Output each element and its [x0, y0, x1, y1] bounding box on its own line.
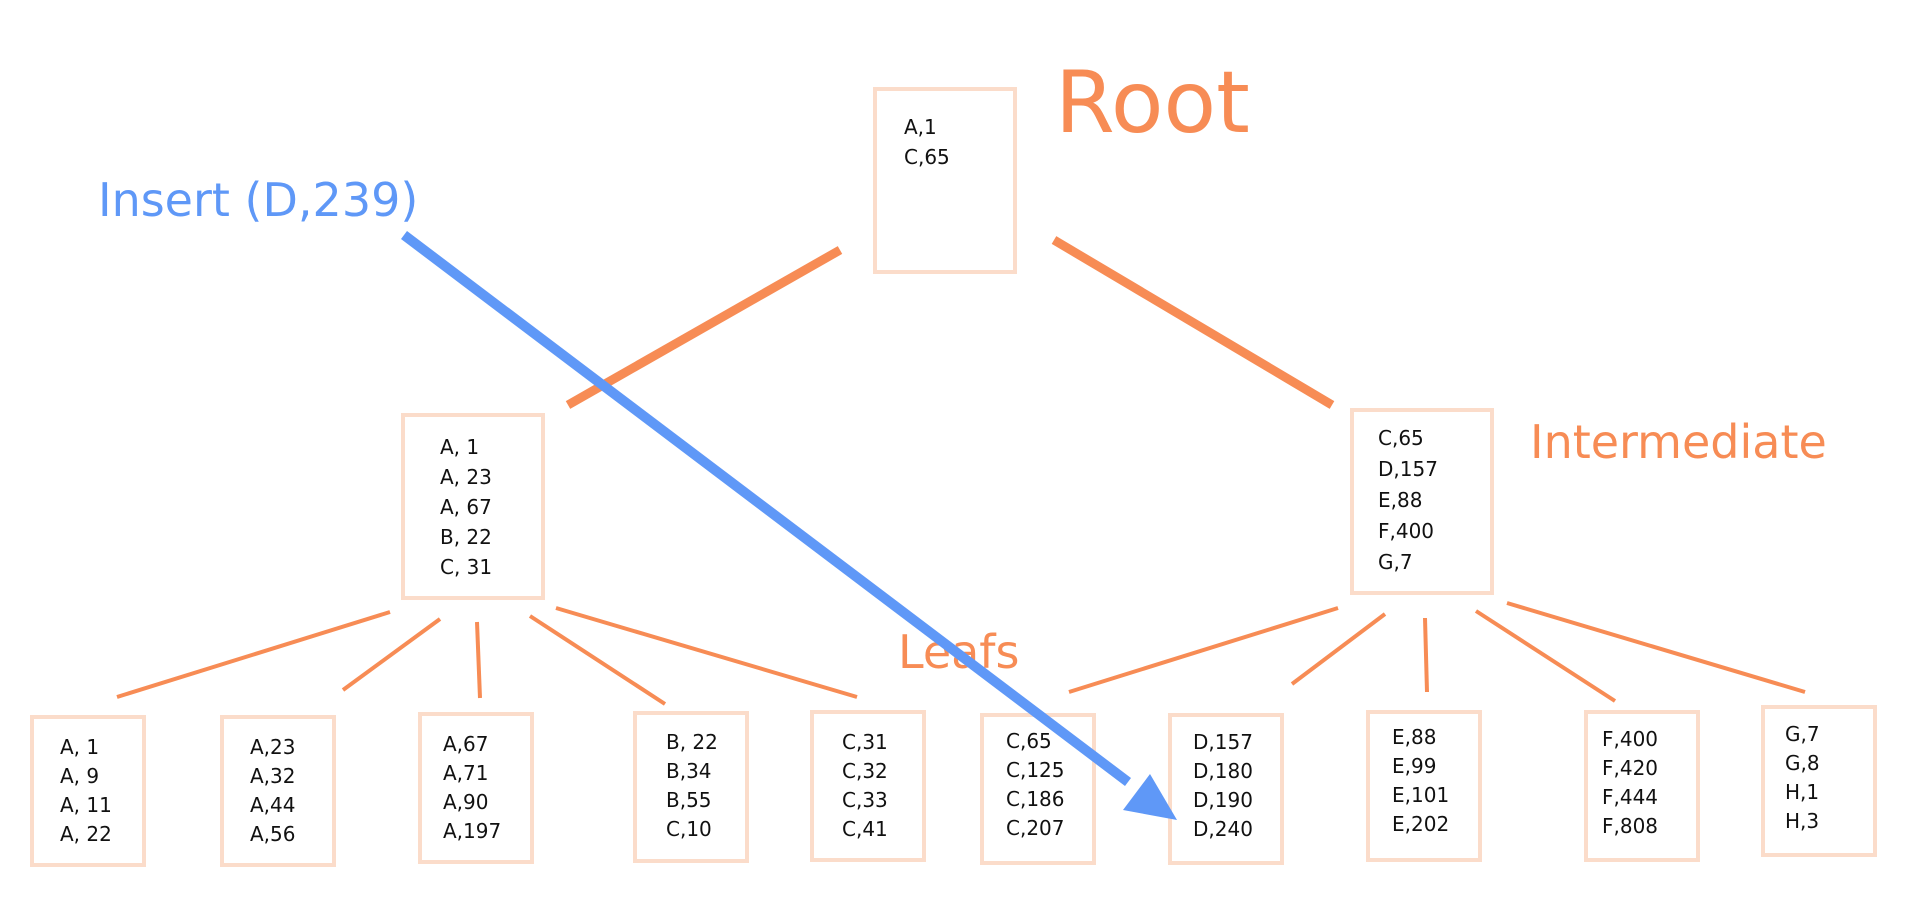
- intermediate-node-1-entry: C, 31: [440, 555, 492, 579]
- leaf-node-5-entry: C,31: [842, 730, 888, 754]
- leaf-node-8-entry: E,99: [1392, 754, 1436, 778]
- leaf-node-5-box: [810, 710, 926, 862]
- leaf-node-9-entry: F,444: [1602, 785, 1658, 809]
- intermediate-node-2-box: [1350, 408, 1494, 595]
- leaf-node-2-box: [220, 715, 336, 867]
- leaf-node-10-entry: G,8: [1785, 751, 1820, 775]
- tree-nodes: A,1C,65A, 1A, 23A, 67B, 22C, 31C,65D,157…: [30, 87, 1877, 867]
- intermediate-node-1-entry: A, 23: [440, 465, 492, 489]
- leaf-node-3: A,67A,71A,90A,197: [418, 712, 534, 864]
- leaf-node-1: A, 1 A, 9 A, 11 A, 22: [30, 715, 146, 867]
- intermediate-node-1-entry: A, 1: [440, 435, 479, 459]
- leaf-node-7-entry: D,240: [1193, 817, 1253, 841]
- intermediate-label: Intermediate: [1530, 415, 1827, 469]
- leaf-node-9-entry: F,400: [1602, 727, 1658, 751]
- leaf-node-7-entry: D,180: [1193, 759, 1253, 783]
- insert-arrow: [400, 231, 1132, 786]
- leaf-node-2: A,23A,32A,44A,56: [220, 715, 336, 867]
- leaf-node-3-entry: A,197: [443, 819, 501, 843]
- root-edge-1: [565, 246, 843, 409]
- leaf-edge-9: [1474, 609, 1617, 703]
- tree-labels: Root Intermediate Leafs Insert (D,239): [98, 53, 1827, 679]
- root-label: Root: [1055, 53, 1250, 153]
- insert-arrowhead-icon: [1123, 774, 1177, 820]
- leaf-node-8-box: [1366, 710, 1482, 862]
- leaf-edge-6: [1068, 606, 1339, 694]
- leaf-edge-7: [1290, 612, 1387, 686]
- insert-arrow-layer: [400, 231, 1177, 820]
- leaf-node-1-entry: A, 22: [60, 822, 112, 846]
- leaf-node-3-entry: A,90: [443, 790, 489, 814]
- leaf-node-2-entry: A,32: [250, 764, 296, 788]
- intermediate-node-1-entry: B, 22: [440, 525, 492, 549]
- leaf-edge-3: [475, 621, 482, 699]
- leaf-node-7-entry: D,190: [1193, 788, 1253, 812]
- intermediate-node-1: A, 1 A, 23 A, 67 B, 22 C, 31: [401, 413, 545, 600]
- leaf-node-2-entry: A,56: [250, 822, 296, 846]
- leaf-node-5-entry: C,32: [842, 759, 888, 783]
- leaf-node-5-entry: C,33: [842, 788, 888, 812]
- leaf-node-4-entry: C,10: [666, 817, 712, 841]
- insert-label: Insert (D,239): [98, 173, 418, 227]
- leaf-node-2-entry: A,23: [250, 735, 296, 759]
- leaf-node-10: G,7G,8H,1H,3: [1761, 705, 1877, 857]
- intermediate-node-1-box: [401, 413, 545, 600]
- leaf-edge-4: [528, 614, 667, 706]
- leaf-node-4-entry: B,55: [666, 788, 712, 812]
- leaf-node-9-entry: F,420: [1602, 756, 1658, 780]
- leaf-node-7-entry: D,157: [1193, 730, 1253, 754]
- leaf-node-10-entry: H,3: [1785, 809, 1819, 833]
- leaf-edge-5: [555, 606, 858, 699]
- leaf-node-4-entry: B,34: [666, 759, 712, 783]
- intermediate-node-2-entry: F,400: [1378, 519, 1434, 543]
- leaf-node-3-entry: A,67: [443, 732, 489, 756]
- tree-edges: [116, 236, 1806, 706]
- leaf-node-6-entry: C,65: [1006, 729, 1052, 753]
- leaf-node-8-entry: E,101: [1392, 783, 1449, 807]
- leaf-node-1-box: [30, 715, 146, 867]
- leaf-node-5: C,31C,32C,33C,41: [810, 710, 926, 862]
- intermediate-node-2-entry: G,7: [1378, 550, 1413, 574]
- intermediate-node-2-entry: C,65: [1378, 426, 1424, 450]
- intermediate-node-2-entry: E,88: [1378, 488, 1422, 512]
- leaf-node-10-entry: G,7: [1785, 722, 1820, 746]
- intermediate-node-2-entry: D,157: [1378, 457, 1438, 481]
- root-edge-2: [1051, 236, 1335, 409]
- leaf-node-1-entry: A, 9: [60, 764, 99, 788]
- intermediate-node-1-entry: A, 67: [440, 495, 492, 519]
- leaf-node-10-entry: H,1: [1785, 780, 1819, 804]
- leaf-node-8-entry: E,88: [1392, 725, 1436, 749]
- leaf-node-1-entry: A, 1: [60, 735, 99, 759]
- leaf-node-4-entry: B, 22: [666, 730, 718, 754]
- leaf-node-6-entry: C,207: [1006, 816, 1065, 840]
- leaf-edge-10: [1506, 601, 1806, 694]
- root-node-box: [873, 87, 1017, 274]
- leaf-node-9-entry: F,808: [1602, 814, 1658, 838]
- root-node: A,1C,65: [873, 87, 1017, 274]
- leaf-edge-8: [1423, 617, 1429, 693]
- root-node-entry: C,65: [904, 145, 950, 169]
- leaf-node-10-box: [1761, 705, 1877, 857]
- leaf-node-6-entry: C,125: [1006, 758, 1065, 782]
- leaf-edge-1: [116, 610, 391, 699]
- root-node-entry: A,1: [904, 115, 937, 139]
- leaf-node-7-box: [1168, 713, 1284, 865]
- leaf-node-2-entry: A,44: [250, 793, 296, 817]
- leaf-node-6-entry: C,186: [1006, 787, 1065, 811]
- leaf-node-9-box: [1584, 710, 1700, 862]
- leaf-node-4: B, 22 B,34B,55C,10: [633, 711, 749, 863]
- leaf-node-1-entry: A, 11: [60, 793, 112, 817]
- leaf-node-5-entry: C,41: [842, 817, 888, 841]
- leaf-node-4-box: [633, 711, 749, 863]
- leaf-edge-2: [341, 617, 442, 692]
- leaf-node-3-entry: A,71: [443, 761, 489, 785]
- leaf-node-8-entry: E,202: [1392, 812, 1449, 836]
- leaf-node-3-box: [418, 712, 534, 864]
